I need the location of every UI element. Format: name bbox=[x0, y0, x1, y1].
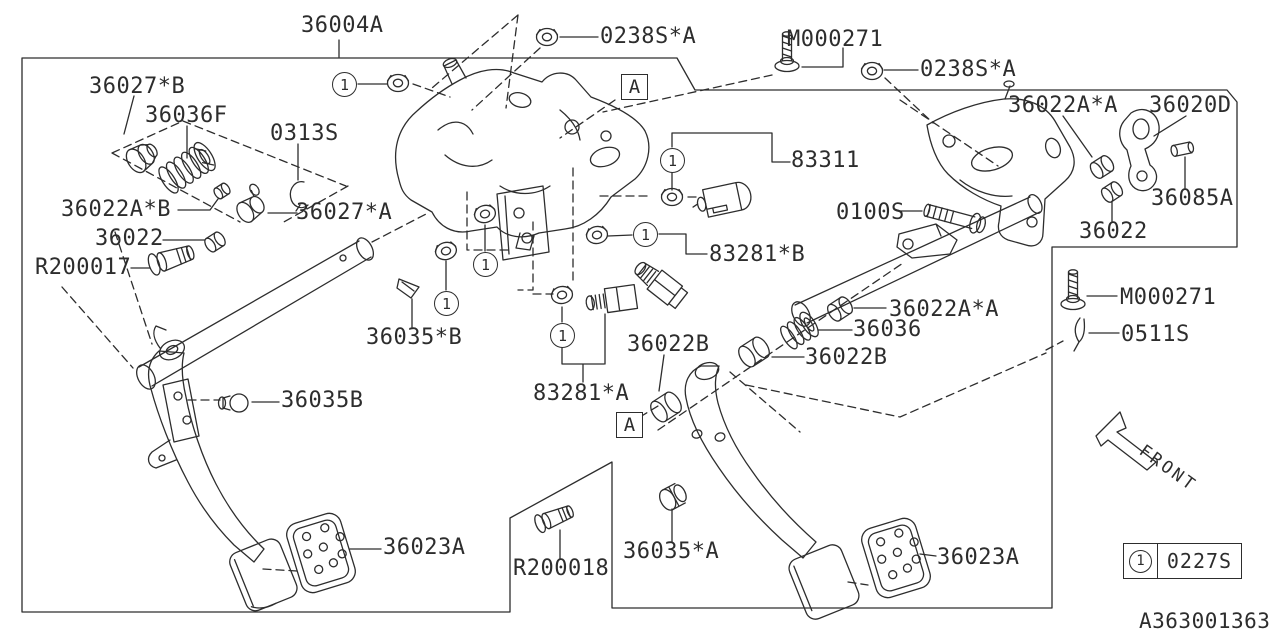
part-36027B-art bbox=[125, 143, 158, 174]
legend-symbol-cell: 1 bbox=[1124, 544, 1158, 578]
part-label-36022-1: 36022 bbox=[95, 226, 164, 251]
callout-1-marker: 1 bbox=[332, 72, 357, 97]
callout-1-marker: 1 bbox=[1129, 549, 1152, 573]
part-label-M000271-2: M000271 bbox=[1120, 285, 1217, 310]
clutch-release-parts bbox=[125, 141, 309, 278]
part-label-36022AB: 36022A*B bbox=[61, 197, 171, 222]
nut-art bbox=[549, 284, 575, 306]
cross-shaft-art bbox=[136, 237, 375, 390]
assembly-outline bbox=[21, 57, 1238, 613]
part-36022B-bushing-art bbox=[734, 333, 774, 371]
part-0100S-bracket-art bbox=[896, 223, 958, 259]
clutch-pad-rubber-art bbox=[229, 538, 298, 612]
brake-pedal-art bbox=[684, 361, 817, 559]
front-arrow-icon bbox=[1095, 411, 1157, 471]
part-36022AA-bushing-art bbox=[824, 294, 856, 324]
part-36022B-bushing-art bbox=[646, 388, 686, 426]
part-label-36036: 36036 bbox=[853, 317, 922, 342]
callout-1-marker: 1 bbox=[633, 222, 658, 247]
leader-lines bbox=[123, 36, 1187, 560]
part-label-36035B-star: 36035*B bbox=[366, 325, 463, 350]
part-label-36022AA-2: 36022A*A bbox=[889, 297, 999, 322]
callout-1-marker: 1 bbox=[473, 252, 498, 277]
legend-part-code: 0227S bbox=[1166, 549, 1233, 573]
part-36020D-link-art bbox=[1119, 109, 1160, 192]
part-label-36035A-star: 36035*A bbox=[623, 539, 720, 564]
part-label-R200017: R200017 bbox=[35, 255, 132, 280]
part-label-0100S: 0100S bbox=[836, 200, 905, 225]
part-83281A-switch-art bbox=[585, 283, 639, 314]
part-83311-switch-art bbox=[692, 181, 752, 218]
nut-art bbox=[472, 202, 498, 226]
part-0511S-clip-art bbox=[1073, 317, 1086, 352]
part-0100S-bolt-art bbox=[923, 203, 987, 234]
part-label-83281A: 83281*A bbox=[533, 381, 630, 406]
part-36027A-fork-art bbox=[236, 183, 265, 223]
part-label-36035B: 36035B bbox=[281, 388, 364, 413]
part-label-36023A-1: 36023A bbox=[383, 535, 466, 560]
part-label-0313S: 0313S bbox=[270, 121, 339, 146]
switches-art bbox=[386, 27, 884, 314]
part-label-36022B-2: 36022B bbox=[805, 345, 888, 370]
part-label-83311: 83311 bbox=[791, 148, 860, 173]
nut-art bbox=[386, 73, 410, 93]
part-label-M000271-1: M000271 bbox=[787, 27, 884, 52]
section-marker-A-bottom: A bbox=[616, 412, 643, 438]
part-label-0238SA-1: 0238S*A bbox=[600, 24, 697, 49]
part-83281B-switch-art bbox=[634, 261, 689, 310]
part-label-36023A-2: 36023A bbox=[937, 545, 1020, 570]
construction-lines bbox=[61, 14, 1064, 586]
part-label-36027A: 36027*A bbox=[296, 200, 393, 225]
nut-art bbox=[584, 224, 610, 246]
nut-art bbox=[660, 187, 684, 207]
part-36035B-star-wedge-art bbox=[396, 278, 420, 299]
part-36036F-spring-art bbox=[158, 141, 216, 194]
part-label-0238SA-2: 0238S*A bbox=[920, 57, 1017, 82]
part-label-36022B-1: 36022B bbox=[627, 332, 710, 357]
part-label-R200018: R200018 bbox=[513, 556, 610, 581]
callout-1-marker: 1 bbox=[434, 291, 459, 316]
part-36085A-pin-art bbox=[1170, 141, 1195, 157]
brake-assembly-art bbox=[396, 31, 1195, 620]
part-0313S-clip-art bbox=[289, 180, 309, 212]
part-label-36020D: 36020D bbox=[1149, 93, 1232, 118]
part-36023A-pad-art bbox=[861, 517, 931, 599]
part-0238S-nut-1-art bbox=[535, 27, 559, 47]
part-R200018-bolt-art bbox=[532, 501, 577, 535]
part-label-36085A: 36085A bbox=[1151, 186, 1234, 211]
part-label-36027B: 36027*B bbox=[89, 74, 186, 99]
part-36035B-knob-art bbox=[217, 393, 249, 413]
part-36036-bushing-art bbox=[780, 311, 819, 350]
clutch-pedal-art bbox=[147, 325, 356, 612]
part-36023A-pad-art bbox=[286, 512, 356, 594]
main-bracket-art bbox=[395, 57, 650, 261]
callout-1-marker: 1 bbox=[550, 323, 575, 348]
brake-pad-rubber-art bbox=[788, 544, 860, 620]
part-label-0511S: 0511S bbox=[1121, 322, 1190, 347]
part-36022AB-pin-art bbox=[211, 181, 233, 201]
part-label-36004A: 36004A bbox=[301, 13, 384, 38]
part-36035A-stopper-art bbox=[658, 482, 687, 511]
part-36022-bushing-art bbox=[202, 229, 228, 255]
part-label-36022-2: 36022 bbox=[1079, 219, 1148, 244]
part-label-36022AA-1: 36022A*A bbox=[1008, 93, 1118, 118]
part-36022-bushing-art bbox=[1098, 179, 1126, 205]
callout-1-marker: 1 bbox=[660, 148, 685, 173]
part-0238S-nut-2-art bbox=[860, 61, 884, 81]
part-label-36036F: 36036F bbox=[145, 103, 228, 128]
part-label-83281B: 83281*B bbox=[709, 242, 806, 267]
nut-art bbox=[433, 239, 459, 263]
callout-legend: 1 0227S bbox=[1123, 543, 1242, 579]
section-marker-A-top: A bbox=[621, 74, 648, 100]
drawing-number: A363001363 bbox=[1139, 609, 1271, 633]
part-M000271-bolt-art bbox=[1060, 269, 1086, 311]
